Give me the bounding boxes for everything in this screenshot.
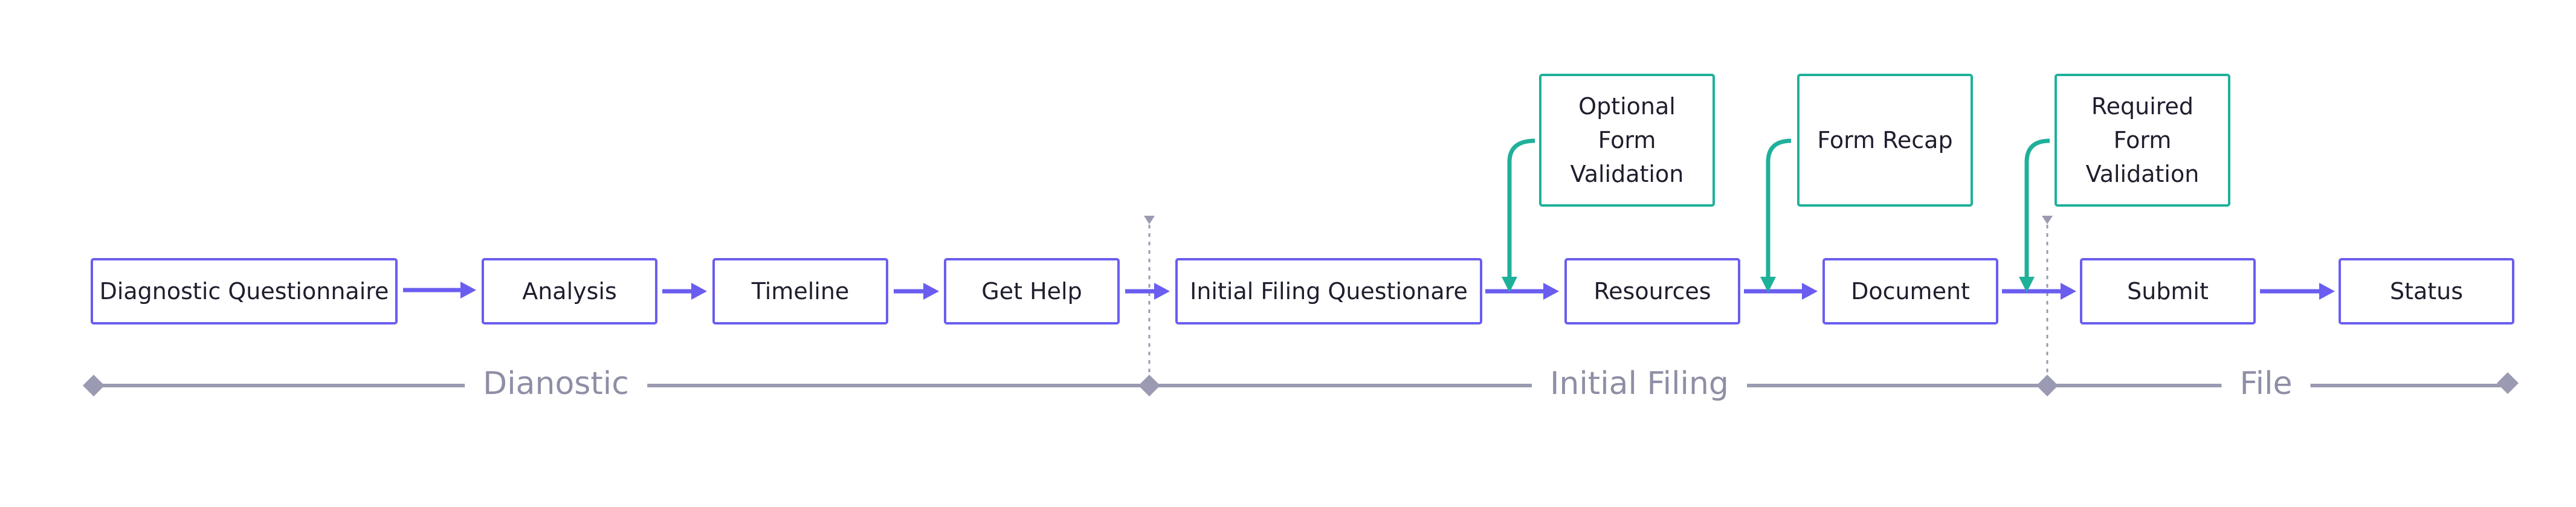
- flow-arrow: [1125, 283, 1170, 300]
- phase-divider-tip: [2042, 216, 2053, 224]
- timeline-marker: [2036, 375, 2058, 396]
- phase-label-file: File: [2221, 363, 2311, 405]
- phase-label-initial-filing: Initial Filing: [1532, 363, 1747, 405]
- timeline-marker: [1138, 375, 1160, 396]
- validation-connector: [2019, 138, 2050, 292]
- flow-arrow: [894, 283, 939, 300]
- required-form-validation-box: Required Form Validation: [2055, 74, 2230, 207]
- validation-connector: [1760, 138, 1792, 292]
- step-resources: Resources: [1564, 258, 1740, 325]
- step-timeline: Timeline: [712, 258, 888, 325]
- form-recap-box: Form Recap: [1797, 74, 1973, 207]
- step-analysis: Analysis: [482, 258, 657, 325]
- timeline-start-marker: [83, 375, 105, 396]
- flow-arrow: [2002, 283, 2076, 300]
- step-get-help: Get Help: [944, 258, 1120, 325]
- flow-arrow: [2260, 283, 2335, 300]
- flow-arrow: [403, 282, 476, 299]
- flow-arrow: [1744, 283, 1818, 300]
- phase-divider-tip: [1144, 216, 1155, 224]
- phase-label-diagnostic: Dianostic: [465, 363, 647, 405]
- optional-form-validation-box: Optional Form Validation: [1539, 74, 1715, 207]
- flow-arrow: [1485, 283, 1559, 300]
- step-document: Document: [1822, 258, 1998, 325]
- flow-arrow: [662, 283, 707, 300]
- step-initial-filing-questionare: Initial Filing Questionare: [1175, 258, 1482, 325]
- timeline-end-marker: [2497, 372, 2519, 394]
- step-submit: Submit: [2080, 258, 2256, 325]
- validation-connector: [1502, 138, 1535, 292]
- step-status: Status: [2339, 258, 2514, 325]
- step-diagnostic-questionnaire: Diagnostic Questionnaire: [91, 258, 398, 325]
